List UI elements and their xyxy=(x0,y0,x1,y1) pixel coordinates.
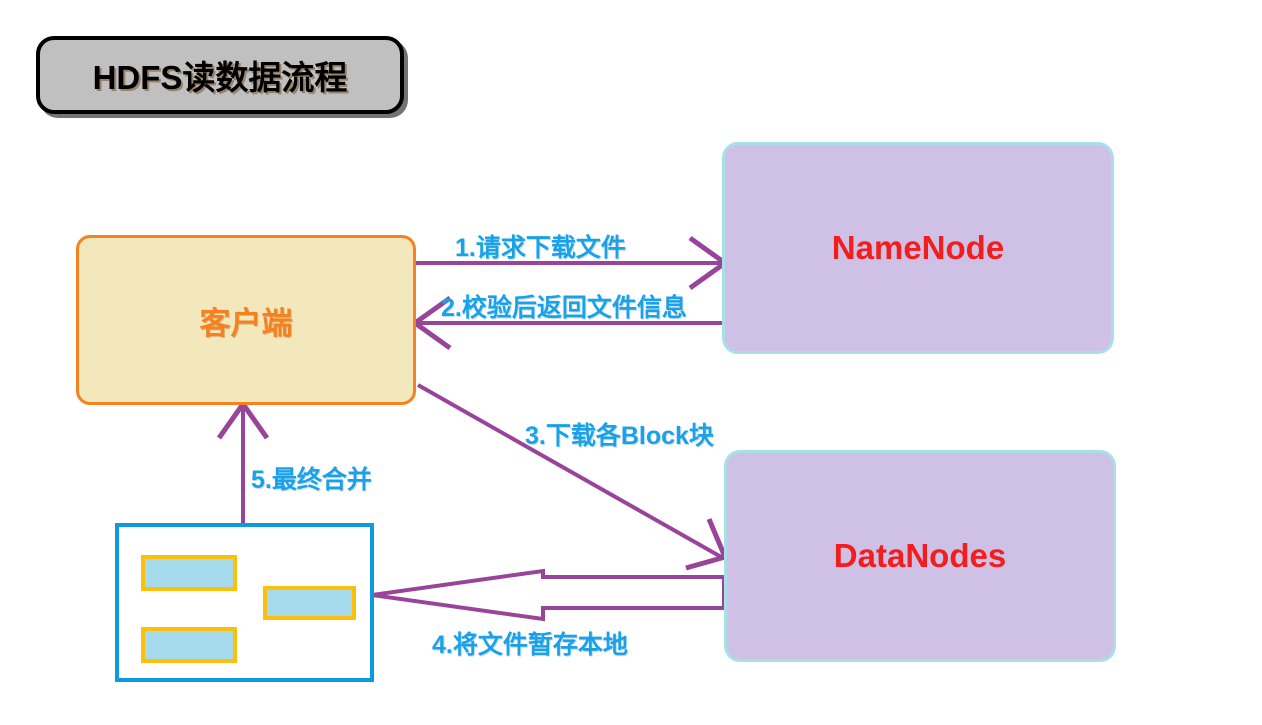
page-title: HDFS读数据流程 xyxy=(92,59,348,96)
datanodes-label: DataNodes xyxy=(833,537,1007,574)
datanodes-box[interactable]: DataNodes xyxy=(724,450,1116,662)
storage-block-2 xyxy=(263,586,356,620)
client-box[interactable]: 客户端 xyxy=(76,235,416,405)
storage-block-3 xyxy=(141,627,237,663)
client-label: 客户端 xyxy=(199,305,293,341)
step-label-1: 1.请求下载文件 xyxy=(455,234,626,262)
step-label-4: 4.将文件暂存本地 xyxy=(432,631,628,659)
namenode-box[interactable]: NameNode xyxy=(722,142,1114,354)
arrow-step-4 xyxy=(371,568,726,622)
storage-block-1 xyxy=(141,555,237,591)
diagram-title-box: HDFS读数据流程 xyxy=(36,36,404,114)
step-label-3: 3.下载各Block块 xyxy=(525,422,714,450)
step-label-2: 2.校验后返回文件信息 xyxy=(441,294,687,322)
arrow-step-3 xyxy=(417,383,729,571)
step-label-5: 5.最终合并 xyxy=(251,466,372,494)
namenode-label: NameNode xyxy=(831,229,1005,266)
